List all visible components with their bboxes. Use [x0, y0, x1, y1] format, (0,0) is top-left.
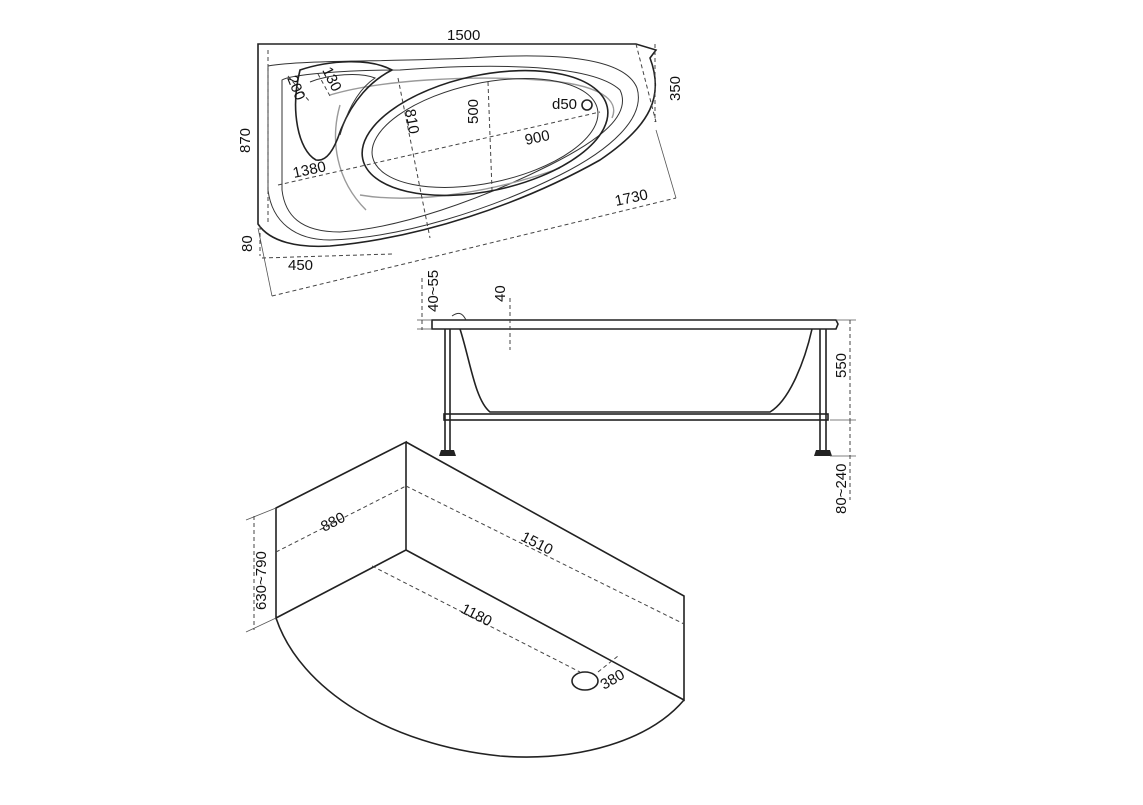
label-1380: 1380	[291, 158, 327, 182]
top-view-contour-1	[329, 77, 615, 119]
label-900: 900	[523, 127, 551, 149]
label-380: 380	[598, 666, 628, 693]
top-view-contour-3	[334, 104, 367, 211]
label-40: 40	[492, 285, 509, 302]
dim-380-line	[597, 655, 619, 673]
dim-500-line	[487, 81, 493, 191]
top-view-headrest-inner	[309, 74, 377, 136]
label-40-55: 40~55	[425, 270, 442, 312]
iso-view-drain	[571, 671, 599, 691]
dim-1510-line	[405, 485, 685, 625]
iso-view-wall-long	[405, 441, 685, 702]
top-view-contour-2	[359, 167, 561, 199]
iso-view: 880 1510 1180 630~790 380	[245, 440, 685, 758]
label-80-240: 80~240	[833, 464, 850, 514]
label-1180: 1180	[458, 600, 494, 630]
side-view-body-inner	[451, 312, 467, 321]
label-450: 450	[288, 257, 313, 274]
label-810: 810	[401, 108, 422, 136]
top-view: 1500 870 350 1730 1380 810 900 500 200 1…	[237, 27, 684, 297]
side-view-foot-right	[814, 450, 832, 456]
label-130: 130	[318, 64, 344, 94]
dim-810-line	[397, 77, 431, 239]
label-d50: d50	[552, 96, 577, 113]
dim-200-line	[287, 75, 311, 103]
label-1510: 1510	[518, 528, 555, 558]
top-view-drain	[581, 99, 593, 111]
top-view-rim	[267, 55, 639, 241]
label-80: 80	[239, 235, 256, 252]
top-view-bowl-outer	[361, 69, 609, 197]
dim-1180-line	[371, 565, 581, 673]
dim-450-line	[261, 253, 393, 259]
top-view-headrest	[294, 60, 394, 161]
label-200: 200	[283, 73, 308, 103]
dim-1730-line	[271, 197, 677, 297]
label-500: 500	[465, 99, 482, 124]
label-880: 880	[318, 509, 348, 536]
top-view-rim-inner	[281, 65, 623, 233]
label-870: 870	[237, 128, 254, 153]
top-view-bowl-inner	[371, 78, 599, 188]
iso-view-floor	[275, 617, 685, 758]
label-550: 550	[833, 353, 850, 378]
label-630-790: 630~790	[253, 551, 270, 610]
label-1730: 1730	[613, 186, 649, 210]
side-view-frame-bar	[443, 413, 829, 421]
side-view-body	[459, 328, 813, 413]
side-view-rim	[431, 319, 839, 330]
label-350: 350	[667, 76, 684, 101]
dim-880-line	[275, 485, 407, 553]
label-1500: 1500	[447, 27, 480, 44]
dim-1380-line	[277, 111, 601, 186]
iso-view-wall-left	[275, 440, 407, 620]
side-view-foot-left	[439, 450, 456, 456]
side-view: 40~55 40 550 80~240	[417, 270, 856, 514]
